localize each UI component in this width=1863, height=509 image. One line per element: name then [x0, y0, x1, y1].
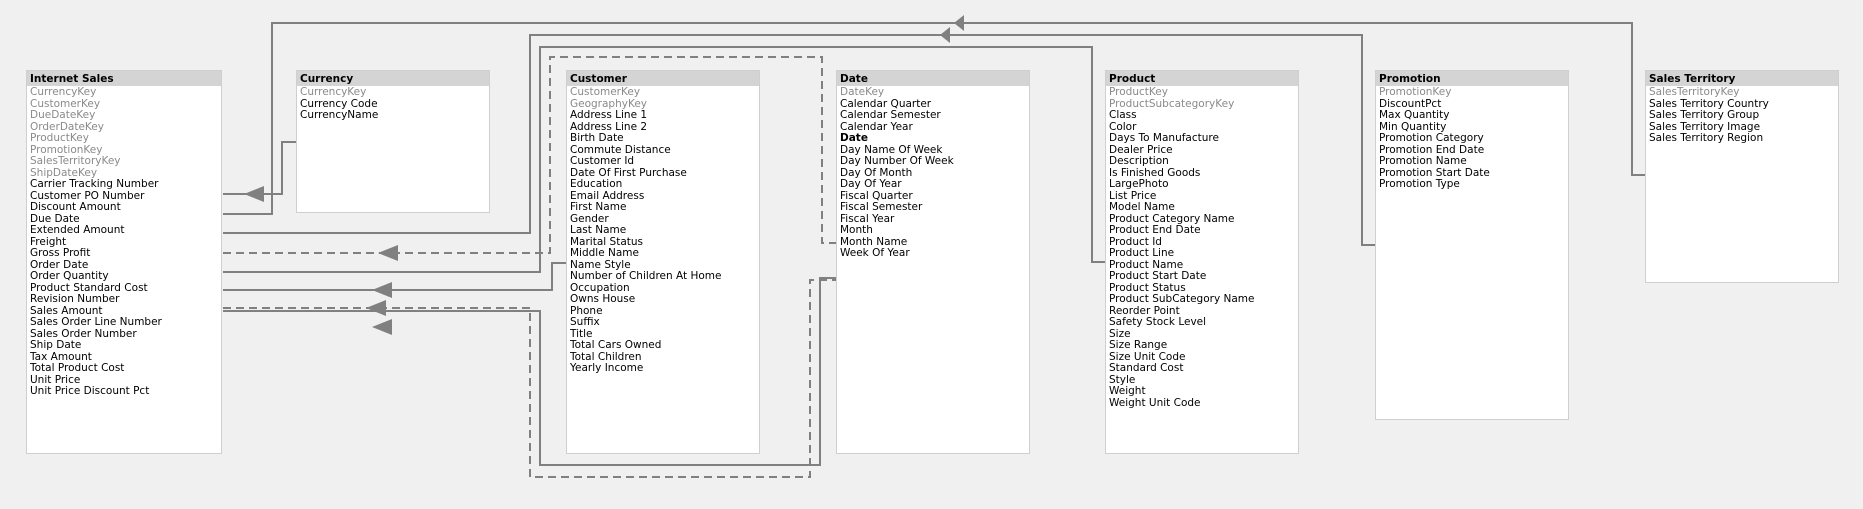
relationship-product	[223, 47, 1105, 272]
relationship-customer	[223, 263, 566, 290]
relationship-currency	[223, 142, 296, 194]
arrow-date	[378, 245, 398, 261]
relationship-sales-territory	[223, 23, 1645, 214]
relationship-promotion	[223, 35, 1375, 245]
arrow-promotion	[954, 15, 964, 31]
arrow-date-3	[372, 319, 392, 335]
arrow-sales-territory	[244, 186, 264, 202]
arrow-product	[940, 27, 950, 43]
arrow-customer	[372, 282, 392, 298]
arrow-date-2	[366, 300, 386, 316]
relationship-date-inactive-2	[223, 280, 836, 477]
relationship-arrows	[244, 15, 964, 335]
